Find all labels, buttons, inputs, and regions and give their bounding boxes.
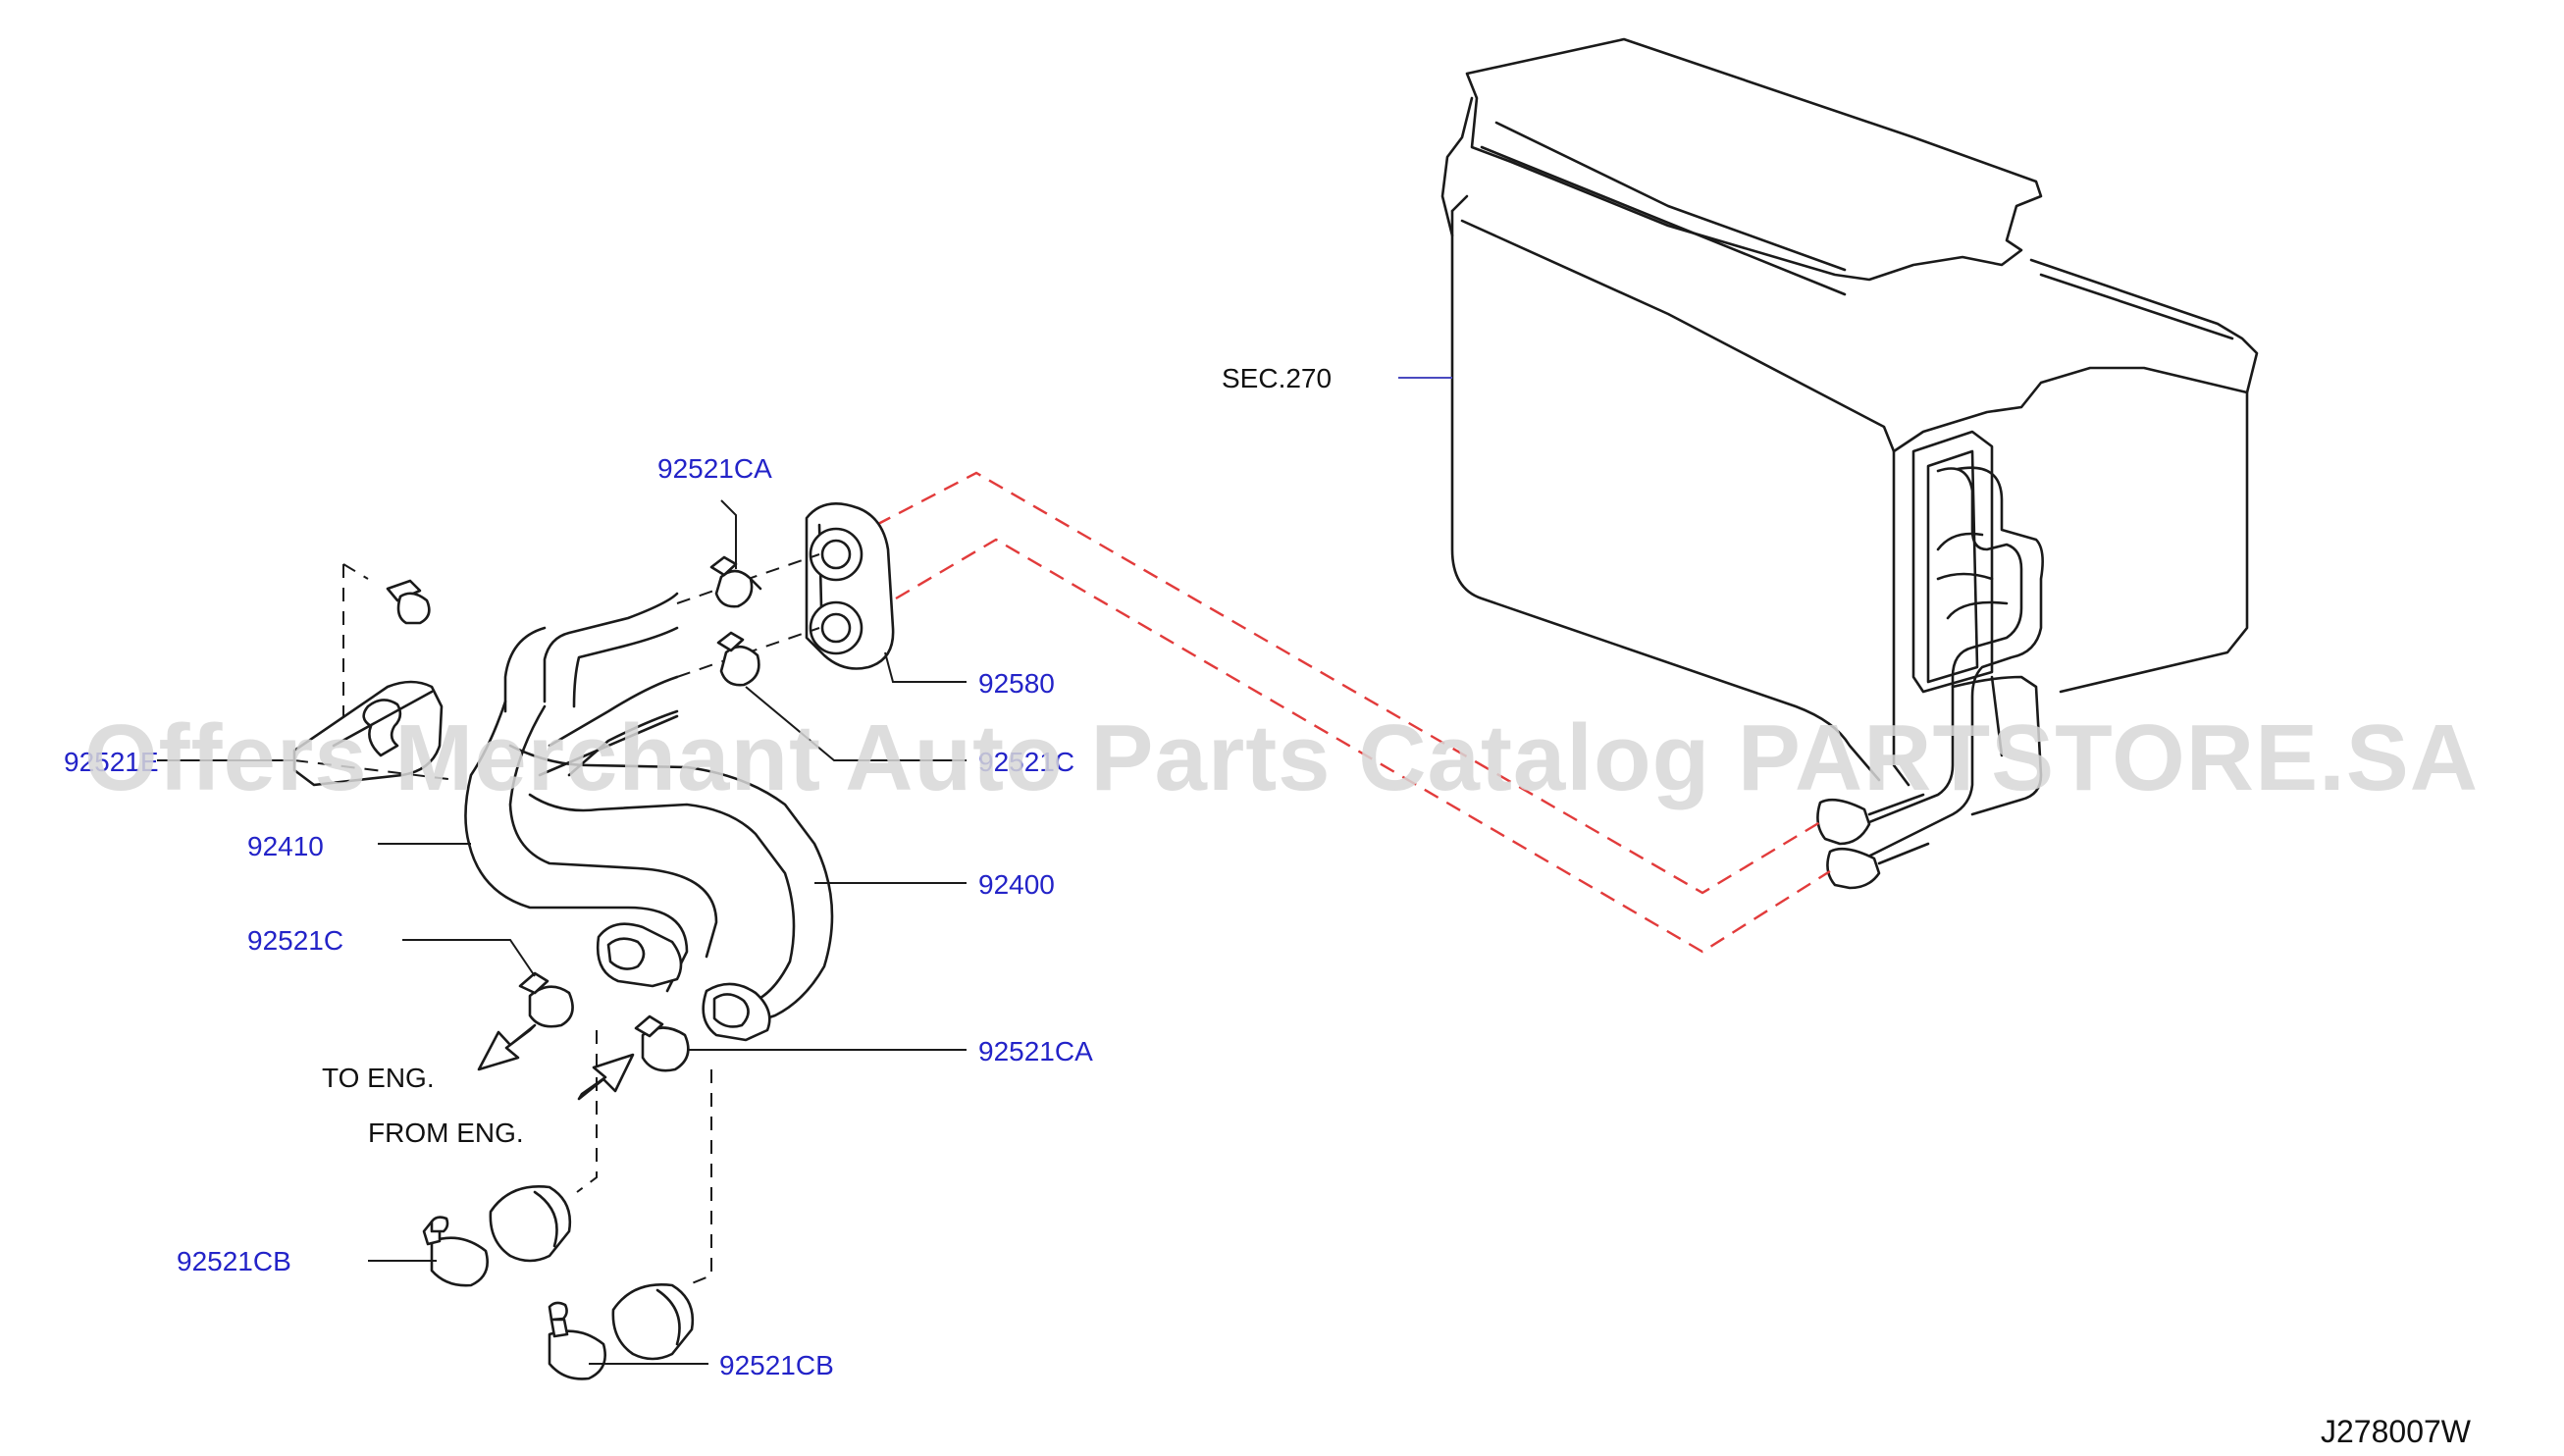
diagram-code: J278007W bbox=[2321, 1414, 2472, 1449]
92521CA-top-leader bbox=[720, 499, 737, 569]
clamp-lower-right bbox=[634, 1014, 690, 1072]
heater-unit bbox=[1440, 37, 2259, 890]
flow-path-lines bbox=[875, 471, 1831, 954]
part-label-92580[interactable]: 92580 bbox=[978, 668, 1055, 699]
sleeve-cb-left bbox=[489, 1185, 572, 1263]
to-eng-label: TO ENG. bbox=[322, 1063, 435, 1093]
flow-arrow-from-eng bbox=[577, 1053, 635, 1101]
hose-92410 bbox=[464, 592, 718, 993]
clamp-lower-left bbox=[518, 971, 574, 1028]
part-label-92521CB-bottom[interactable]: 92521CB bbox=[719, 1350, 834, 1380]
part-label-92521C-left[interactable]: 92521C bbox=[247, 925, 343, 956]
92521C-right-leader bbox=[745, 686, 967, 761]
bracket-assembly bbox=[292, 563, 444, 787]
part-label-92521CA-bottom[interactable]: 92521CA bbox=[978, 1036, 1093, 1066]
part-label-92521C-right[interactable]: 92521C bbox=[978, 747, 1074, 777]
dash-cb-left bbox=[576, 1030, 598, 1193]
dash-cb-right bbox=[686, 1069, 712, 1286]
part-label-92521CB-left[interactable]: 92521CB bbox=[177, 1246, 291, 1276]
grommet-plate bbox=[805, 502, 895, 670]
clamp-upper-2 bbox=[716, 631, 760, 687]
sec270-label[interactable]: SEC.270 bbox=[1222, 363, 1332, 393]
part-label-92521CA-top[interactable]: 92521CA bbox=[657, 453, 772, 484]
from-eng-label: FROM ENG. bbox=[368, 1118, 524, 1148]
flow-arrow-to-eng bbox=[477, 1023, 537, 1071]
clamp-cb-right bbox=[548, 1301, 606, 1380]
part-label-92400[interactable]: 92400 bbox=[978, 869, 1055, 900]
92580-leader bbox=[884, 651, 967, 683]
watermark: Offers Merchant Auto Parts Catalog PARTS… bbox=[84, 705, 2479, 810]
part-label-92410[interactable]: 92410 bbox=[247, 831, 324, 861]
sleeve-cb-right bbox=[611, 1283, 695, 1361]
92521C-left-leader bbox=[402, 939, 536, 977]
92521E-dash bbox=[293, 759, 457, 781]
part-label-92521E[interactable]: 92521E bbox=[64, 747, 159, 777]
clamp-cb-left bbox=[422, 1216, 489, 1287]
hose-92400 bbox=[508, 675, 834, 1042]
